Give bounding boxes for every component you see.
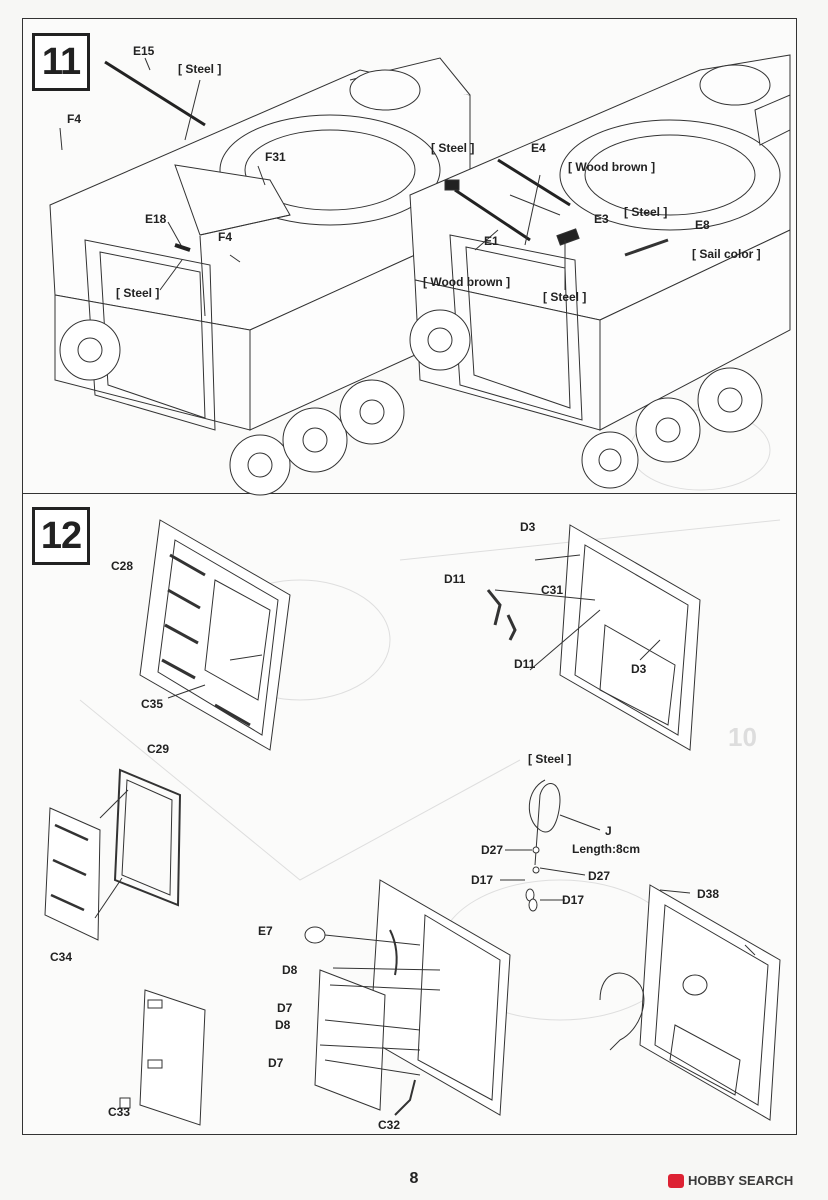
part-label-f4: F4	[67, 112, 82, 126]
panel-bottom-mid	[314, 879, 511, 1116]
step-divider	[22, 493, 797, 494]
watermark-text: HOBBY SEARCH	[688, 1173, 794, 1188]
part-label-d3: D3	[631, 662, 647, 676]
bleed-through-mark: 10	[728, 722, 757, 752]
material-label-steel: [ Steel ]	[116, 286, 160, 300]
material-label-steel: [ Steel ]	[528, 752, 572, 766]
part-label-d8: D8	[275, 1018, 291, 1032]
part-label-d8: D8	[282, 963, 298, 977]
part-label-c32: C32	[378, 1118, 401, 1132]
watermark: HOBBY SEARCH	[668, 1173, 793, 1188]
part-label-d17: D17	[471, 873, 494, 887]
material-label-steel: [ Steel ]	[543, 290, 587, 304]
material-label-wood-brown: [ Wood brown ]	[423, 275, 511, 289]
hull-right	[409, 54, 791, 431]
panel-top-right	[559, 524, 701, 751]
part-label-d38: D38	[697, 887, 720, 901]
part-label-c34: C34	[50, 950, 73, 964]
panel-bottom-right	[639, 884, 781, 1121]
panel-c28	[139, 519, 291, 751]
wheels-left	[59, 319, 405, 496]
step-number-12: 12	[32, 507, 90, 565]
part-label-d27: D27	[481, 843, 504, 857]
part-label-d7: D7	[277, 1001, 293, 1015]
part-label-d17: D17	[562, 893, 585, 907]
part-label-j: J	[605, 824, 612, 838]
cable-j	[525, 779, 561, 912]
part-label-c31: C31	[541, 583, 564, 597]
part-label-e7: E7	[258, 924, 273, 938]
material-label-sail-color: [ Sail color ]	[692, 247, 761, 261]
material-label-steel: [ Steel ]	[624, 205, 668, 219]
page-number: 8	[409, 1170, 419, 1187]
step-number-11: 11	[32, 33, 90, 91]
part-label-e4: E4	[531, 141, 546, 155]
wheels-right	[409, 309, 763, 489]
material-label-steel: [ Steel ]	[178, 62, 222, 76]
material-label-wood-brown: [ Wood brown ]	[568, 160, 656, 174]
material-label-steel: [ Steel ]	[431, 141, 475, 155]
part-label-f4: F4	[218, 230, 233, 244]
cable-length-label: Length:8cm	[572, 842, 641, 856]
part-label-d27: D27	[588, 869, 611, 883]
hull-left	[49, 57, 471, 431]
part-label-f31: F31	[265, 150, 286, 164]
part-label-c35: C35	[141, 697, 164, 711]
hobbysearch-logo-icon	[668, 1173, 684, 1188]
part-label-e15: E15	[133, 44, 155, 58]
part-label-e18: E18	[145, 212, 167, 226]
panel-c34	[44, 807, 101, 941]
part-label-c33: C33	[108, 1105, 131, 1119]
part-label-d11: D11	[514, 657, 536, 671]
part-label-d11: D11	[444, 572, 466, 586]
part-label-c29: C29	[147, 742, 170, 756]
part-label-c28: C28	[111, 559, 134, 573]
part-label-e1: E1	[484, 234, 499, 248]
part-label-d3: D3	[520, 520, 536, 534]
part-label-d7: D7	[268, 1056, 284, 1070]
panel-c33	[119, 989, 206, 1126]
frame-c29	[113, 768, 182, 907]
part-label-e8: E8	[695, 218, 710, 232]
part-label-e3: E3	[594, 212, 609, 226]
